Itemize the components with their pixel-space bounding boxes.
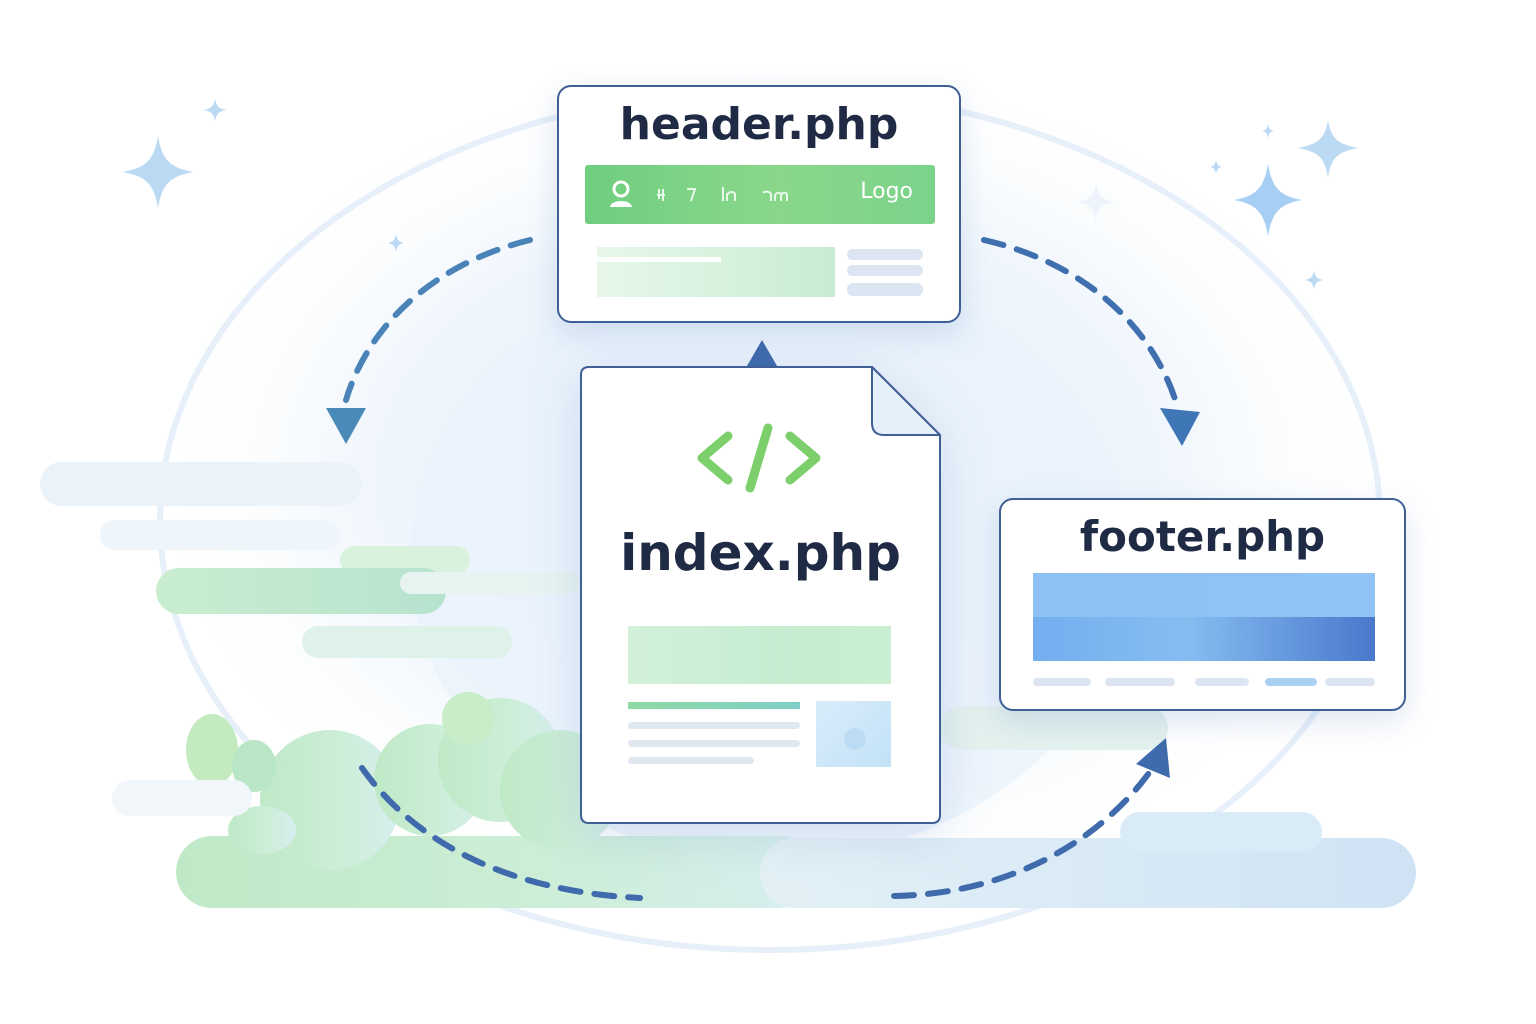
sparkle-icon <box>1262 124 1274 138</box>
sparkle-icon <box>388 234 404 252</box>
index-text-line <box>628 722 800 729</box>
footer-link-active <box>1265 678 1317 686</box>
sparkle-icon <box>1234 164 1302 236</box>
index-text-line <box>628 757 754 764</box>
arrow-bottom-left <box>359 765 643 901</box>
arrow-head-footer-up <box>1136 738 1170 778</box>
nav-menu-glyphs <box>657 187 788 202</box>
sparkle-icon <box>1298 120 1358 178</box>
bg-pill <box>100 520 340 550</box>
arrow-head-right-down <box>1160 408 1200 446</box>
sparkle-icons <box>122 98 1358 290</box>
index-image-thumbnail <box>816 701 891 767</box>
header-php-card: header.php Logo <box>557 85 961 323</box>
header-nav-bar: Logo <box>585 165 935 224</box>
bg-pill <box>156 568 446 614</box>
index-text-line <box>628 740 800 747</box>
sparkle-icon <box>122 136 194 208</box>
blue-cloud <box>112 706 1416 908</box>
index-php-card: index.php <box>580 366 941 824</box>
folded-corner <box>871 366 941 436</box>
footer-link <box>1033 678 1091 686</box>
sparkle-icon <box>1210 160 1222 174</box>
header-side-line <box>847 249 923 260</box>
nav-logo-text: Logo <box>860 179 913 204</box>
index-accent-line <box>628 702 800 709</box>
footer-link <box>1325 678 1375 686</box>
footer-php-card: footer.php <box>999 498 1406 711</box>
arrow-header-to-left <box>343 237 533 403</box>
bg-pill <box>340 546 470 574</box>
bg-pill <box>302 626 512 658</box>
header-side-line <box>847 283 923 296</box>
header-content-block <box>597 247 835 297</box>
index-card-title: index.php <box>620 524 901 582</box>
footer-card-title: footer.php <box>1079 512 1326 561</box>
header-card-title: header.php <box>619 99 899 150</box>
user-icon <box>610 180 632 207</box>
footer-band <box>1033 573 1375 661</box>
footer-link <box>1195 678 1249 686</box>
header-side-line <box>847 265 923 276</box>
sparkle-icon <box>1304 270 1324 290</box>
arrow-bottom-to-footer <box>891 757 1161 899</box>
bg-pill <box>400 572 580 594</box>
sparkle-icon <box>203 98 227 122</box>
arrow-head-left-down <box>326 408 366 444</box>
arrow-header-to-footer <box>981 237 1179 405</box>
code-brackets-icon <box>697 423 821 493</box>
footer-link <box>1105 678 1175 686</box>
sparkle-icon <box>1076 182 1116 222</box>
index-hero-block <box>628 626 891 684</box>
bg-pill <box>40 462 362 506</box>
